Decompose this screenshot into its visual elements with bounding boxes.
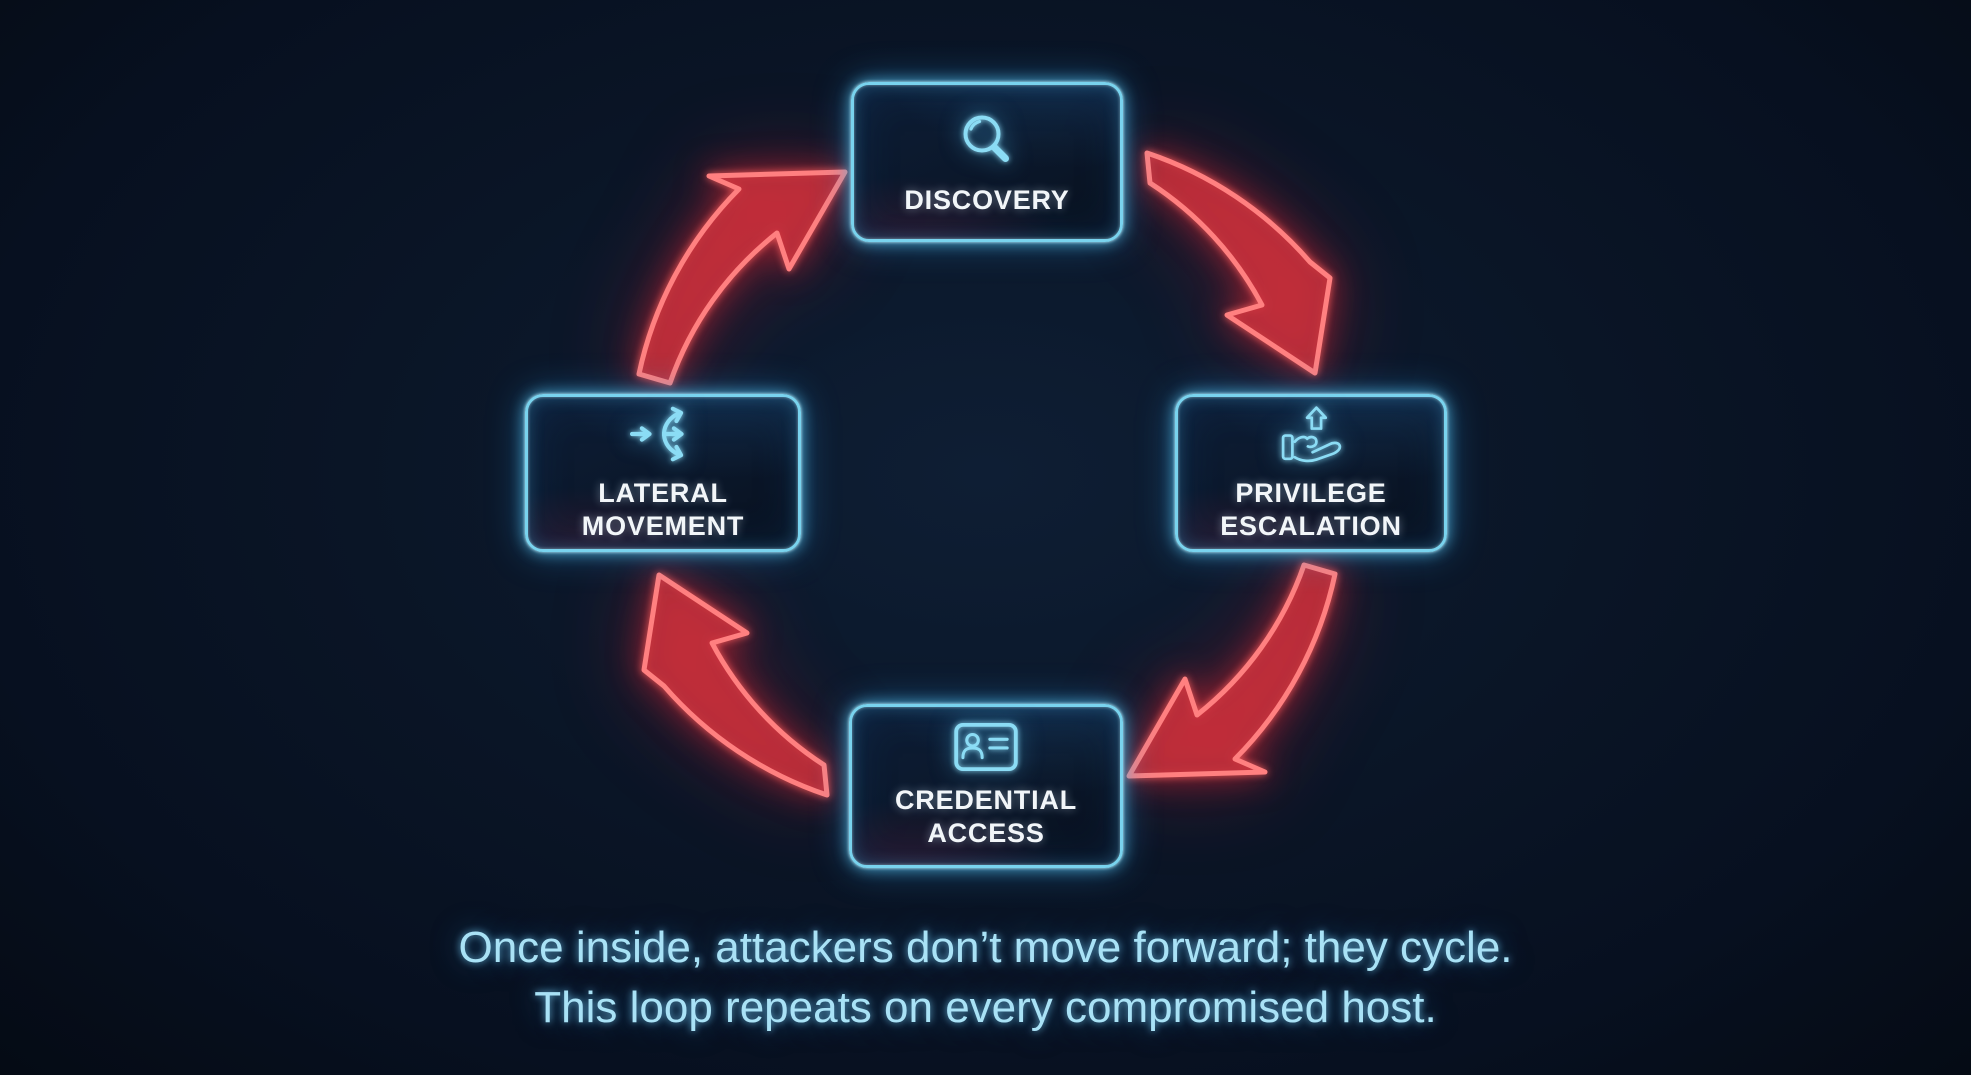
node-label: DISCOVERY — [904, 184, 1069, 217]
node-credential-access: CREDENTIAL ACCESS — [849, 704, 1123, 868]
node-label: CREDENTIAL ACCESS — [895, 784, 1077, 850]
node-label-line: LATERAL — [598, 478, 728, 508]
node-lateral-movement: LATERAL MOVEMENT — [525, 394, 801, 552]
node-label-line: CREDENTIAL — [895, 785, 1077, 815]
node-label-line: ACCESS — [927, 818, 1045, 848]
search-icon — [963, 115, 1009, 162]
arrow-credential-to-lateral — [644, 575, 827, 795]
node-label-line: DISCOVERY — [904, 184, 1070, 215]
id-card-icon — [954, 722, 1018, 772]
arrow-privilege-to-credential — [1129, 565, 1335, 776]
node-label-line: MOVEMENT — [581, 511, 745, 541]
caption: Once inside, attackers don’t move forwar… — [0, 918, 1971, 1038]
hand-up-arrow-icon — [1281, 406, 1342, 463]
caption-line-2: This loop repeats on every compromised h… — [534, 983, 1437, 1032]
node-label: LATERAL MOVEMENT — [582, 477, 744, 543]
node-privilege-escalation: PRIVILEGE ESCALATION — [1175, 394, 1447, 552]
node-discovery: DISCOVERY — [851, 82, 1123, 242]
split-arrows-icon — [629, 406, 684, 462]
arrow-lateral-to-discovery — [639, 172, 845, 383]
arrow-discovery-to-privilege — [1147, 153, 1330, 373]
node-label: PRIVILEGE ESCALATION — [1220, 477, 1402, 543]
node-label-line: PRIVILEGE — [1235, 478, 1387, 508]
node-label-line: ESCALATION — [1220, 511, 1402, 541]
caption-line-1: Once inside, attackers don’t move forwar… — [458, 923, 1513, 972]
